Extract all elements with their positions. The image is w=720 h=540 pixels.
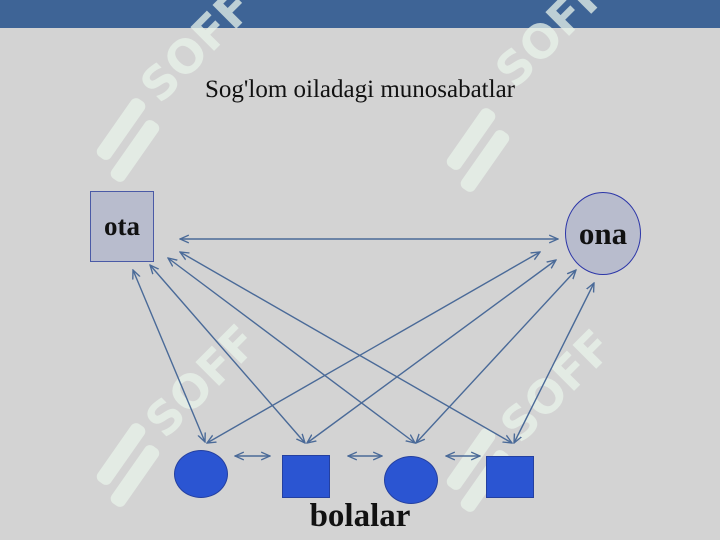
node-mother: ona — [565, 192, 641, 275]
child-boy-2 — [486, 456, 534, 498]
arrow-ona-child-3 — [416, 270, 576, 443]
arrow-ona-child-4 — [514, 283, 594, 443]
arrow-ota-child-3 — [168, 258, 415, 443]
slide-title: Sog'lom oiladagi munosabatlar — [204, 76, 515, 103]
arrow-ona-child-2 — [307, 260, 556, 443]
arrow-ota-child-1 — [133, 270, 205, 442]
children-caption: bolalar — [309, 498, 411, 534]
arrow-ota-child-2 — [150, 265, 305, 443]
child-boy-1 — [282, 455, 330, 498]
child-girl-1 — [174, 450, 228, 498]
arrow-ona-child-1 — [207, 252, 540, 443]
node-mother-label: ona — [578, 215, 628, 251]
node-father-label: ota — [104, 211, 140, 241]
node-father: ota — [90, 191, 154, 262]
child-girl-2 — [384, 456, 438, 504]
top-bar — [0, 0, 720, 28]
